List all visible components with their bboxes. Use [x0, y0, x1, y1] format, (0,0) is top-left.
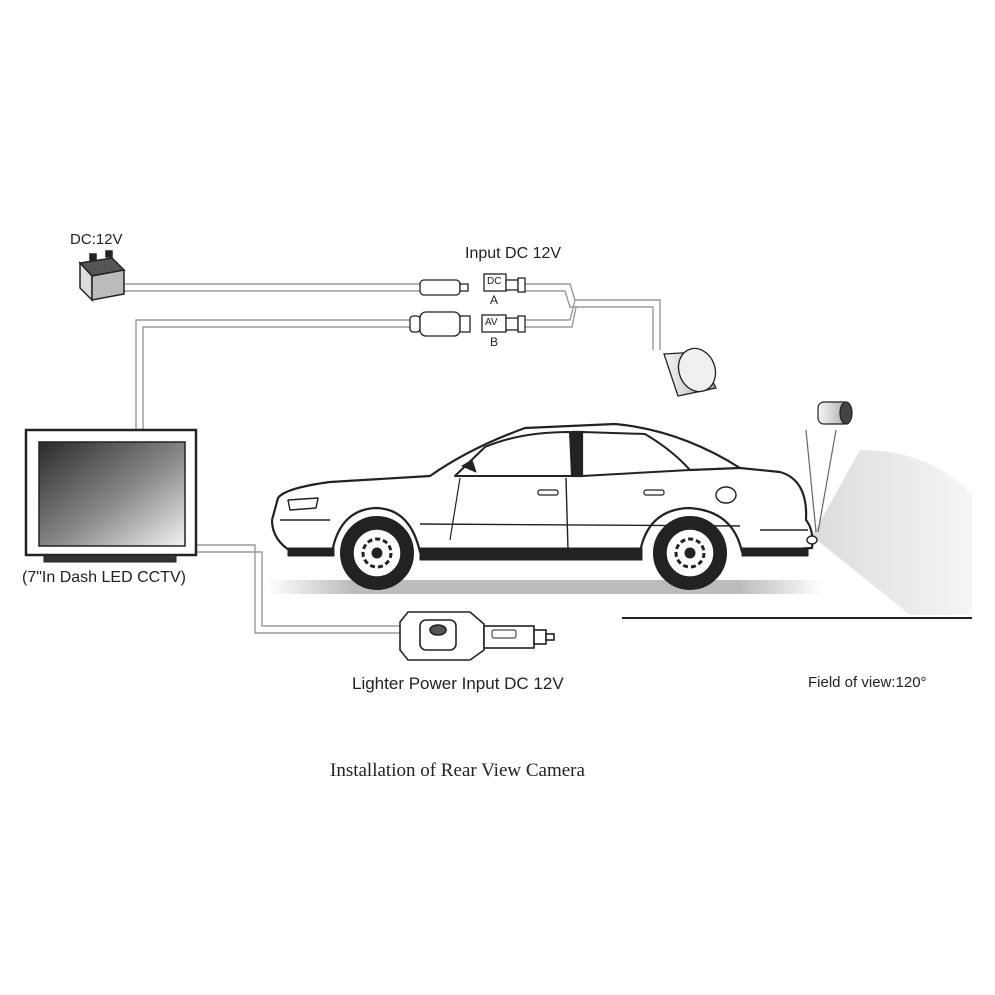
- car-shadow: [268, 580, 823, 594]
- car-icon: [270, 422, 818, 561]
- connector-icon: [419, 273, 526, 296]
- av-tag: AV: [485, 317, 498, 328]
- wheel-rear: [653, 516, 727, 590]
- dc-tag: DC: [487, 276, 502, 287]
- lighter-label: Lighter Power Input DC 12V: [352, 674, 564, 693]
- fov-label: Field of view:120°: [808, 674, 927, 691]
- diagram-caption: Installation of Rear View Camera: [330, 760, 585, 781]
- cigarette-lighter-plug-icon: [399, 611, 555, 661]
- field-of-view-cone: [812, 450, 972, 615]
- wheel-front: [340, 516, 414, 590]
- connector-icon: [409, 311, 526, 337]
- b-tag: B: [490, 335, 499, 349]
- camera-icon: [663, 347, 717, 397]
- monitor-label: (7"In Dash LED CCTV): [22, 569, 186, 586]
- a-tag: A: [490, 293, 499, 307]
- wiring: [122, 283, 661, 634]
- battery-label: DC:12V: [70, 231, 123, 248]
- monitor-icon: [24, 428, 198, 563]
- camera-icon: [805, 401, 853, 533]
- input-dc-label: Input DC 12V: [465, 245, 562, 262]
- battery-icon: [78, 250, 126, 302]
